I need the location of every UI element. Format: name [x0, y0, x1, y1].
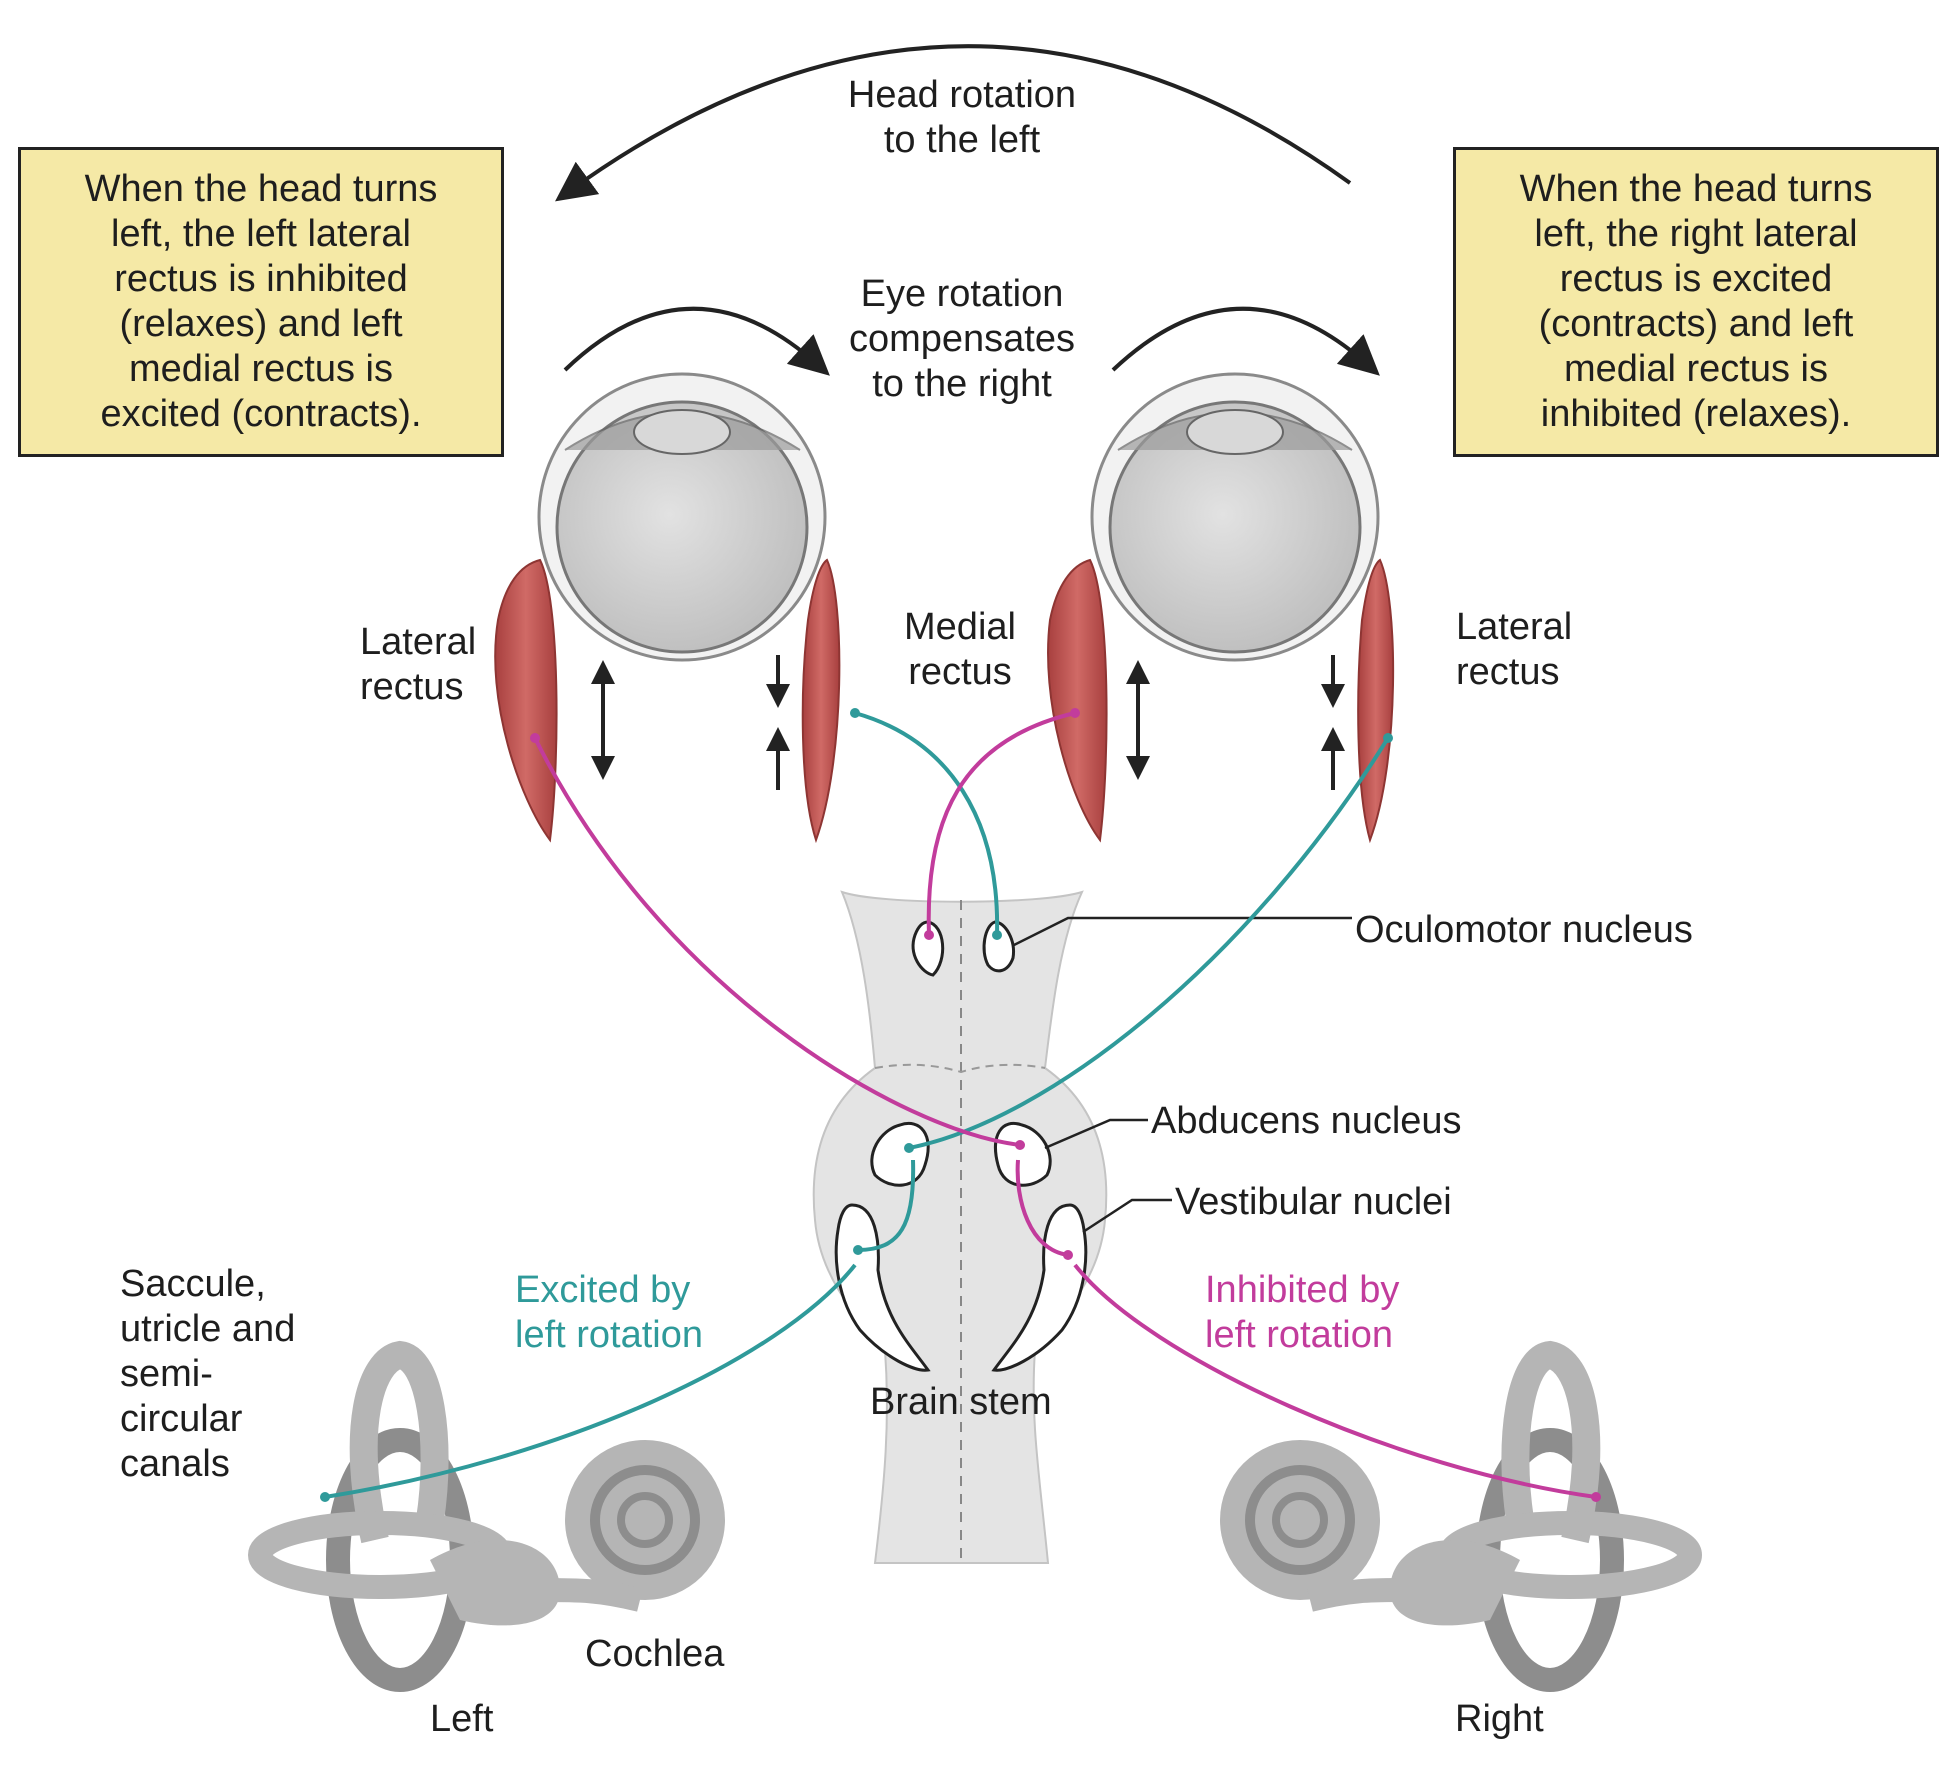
oculomotor-nucleus-label: Oculomotor nucleus — [1355, 909, 1693, 951]
eye-rotation-arrow-left — [563, 306, 830, 376]
box-line: rectus is excited — [1559, 258, 1833, 300]
left-side-label: Left — [430, 1698, 494, 1740]
box-line: When the head turns — [1519, 168, 1873, 210]
head-rotation-arrow — [555, 44, 1352, 202]
label-line: Medial — [904, 606, 1016, 648]
right-eyeball — [1090, 372, 1380, 662]
right-info-box: When the head turns left, the right late… — [1453, 147, 1939, 457]
left-lateral-rectus-label: Lateral rectus — [360, 620, 476, 710]
label-line: to the right — [872, 363, 1052, 405]
right-oculomotor-nucleus — [982, 920, 1015, 973]
label-line: Saccule, — [120, 1263, 266, 1305]
right-lateral-rectus-muscle — [1357, 558, 1395, 844]
right-medial-rectus-muscle — [1047, 558, 1108, 843]
left-lateral-rectus-muscle — [494, 558, 558, 843]
excited-label: Excited by left rotation — [515, 1268, 703, 1358]
right-lateral-rectus-label: Lateral rectus — [1456, 605, 1572, 695]
left-inner-ear — [248, 1340, 725, 1692]
label-line: rectus — [1456, 651, 1560, 693]
inhibited-label: Inhibited by left rotation — [1205, 1268, 1399, 1358]
label-line: left rotation — [515, 1314, 703, 1356]
box-line: left, the left lateral — [111, 213, 411, 255]
label-line: Eye rotation — [860, 273, 1064, 315]
abducens-leader — [1044, 1118, 1148, 1150]
label-line: Lateral — [1456, 606, 1573, 648]
synapse-markers — [320, 708, 1393, 1502]
eye-rotation-label: Eye rotation compensates to the right — [812, 272, 1112, 407]
box-line: rectus is inhibited — [114, 258, 408, 300]
brain-stem-label: Brain stem — [870, 1381, 1052, 1423]
inhibitory-pathways — [533, 711, 1597, 1499]
abducens-nucleus-label: Abducens nucleus — [1151, 1100, 1462, 1142]
box-line: When the head turns — [84, 168, 438, 210]
inner-ear-label: Saccule, utricle and semi- circular cana… — [120, 1262, 295, 1487]
label-line: left rotation — [1205, 1314, 1393, 1356]
left-info-box: When the head turns left, the left later… — [18, 147, 504, 457]
label-line: to the left — [883, 119, 1041, 161]
excitatory-pathways — [324, 711, 1390, 1499]
head-rotation-label: Head rotation to the left — [812, 73, 1112, 163]
label-line: rectus — [908, 651, 1012, 693]
box-line: (contracts) and left — [1538, 303, 1854, 345]
box-line: (relaxes) and left — [119, 303, 403, 345]
left-eyeball — [537, 372, 827, 662]
label-line: compensates — [848, 318, 1075, 360]
vestibular-leader — [1082, 1198, 1172, 1234]
label-line: canals — [120, 1443, 230, 1485]
left-medial-rectus-muscle — [801, 558, 841, 844]
label-line: Lateral — [360, 621, 477, 663]
label-line: utricle and — [120, 1308, 296, 1350]
label-line: semi- — [120, 1353, 213, 1395]
box-line: inhibited (relaxes). — [1540, 393, 1852, 435]
box-line: left, the right lateral — [1534, 213, 1858, 255]
label-line: Head rotation — [847, 74, 1077, 116]
right-inner-ear — [1220, 1340, 1702, 1692]
box-line: excited (contracts). — [100, 393, 422, 435]
box-line: medial rectus is — [1564, 348, 1828, 390]
label-line: rectus — [360, 666, 464, 708]
oculomotor-leader — [1013, 916, 1352, 947]
left-oculomotor-nucleus — [911, 920, 945, 977]
right-side-label: Right — [1455, 1698, 1544, 1740]
cochlea-label: Cochlea — [585, 1633, 725, 1675]
label-line: circular — [120, 1398, 243, 1440]
label-line: Excited by — [515, 1269, 691, 1311]
box-line: medial rectus is — [129, 348, 393, 390]
vestibular-nuclei-label: Vestibular nuclei — [1175, 1181, 1452, 1223]
medial-rectus-label: Medial rectus — [880, 605, 1040, 695]
eye-rotation-arrow-right — [1111, 306, 1380, 376]
label-line: Inhibited by — [1205, 1269, 1400, 1311]
